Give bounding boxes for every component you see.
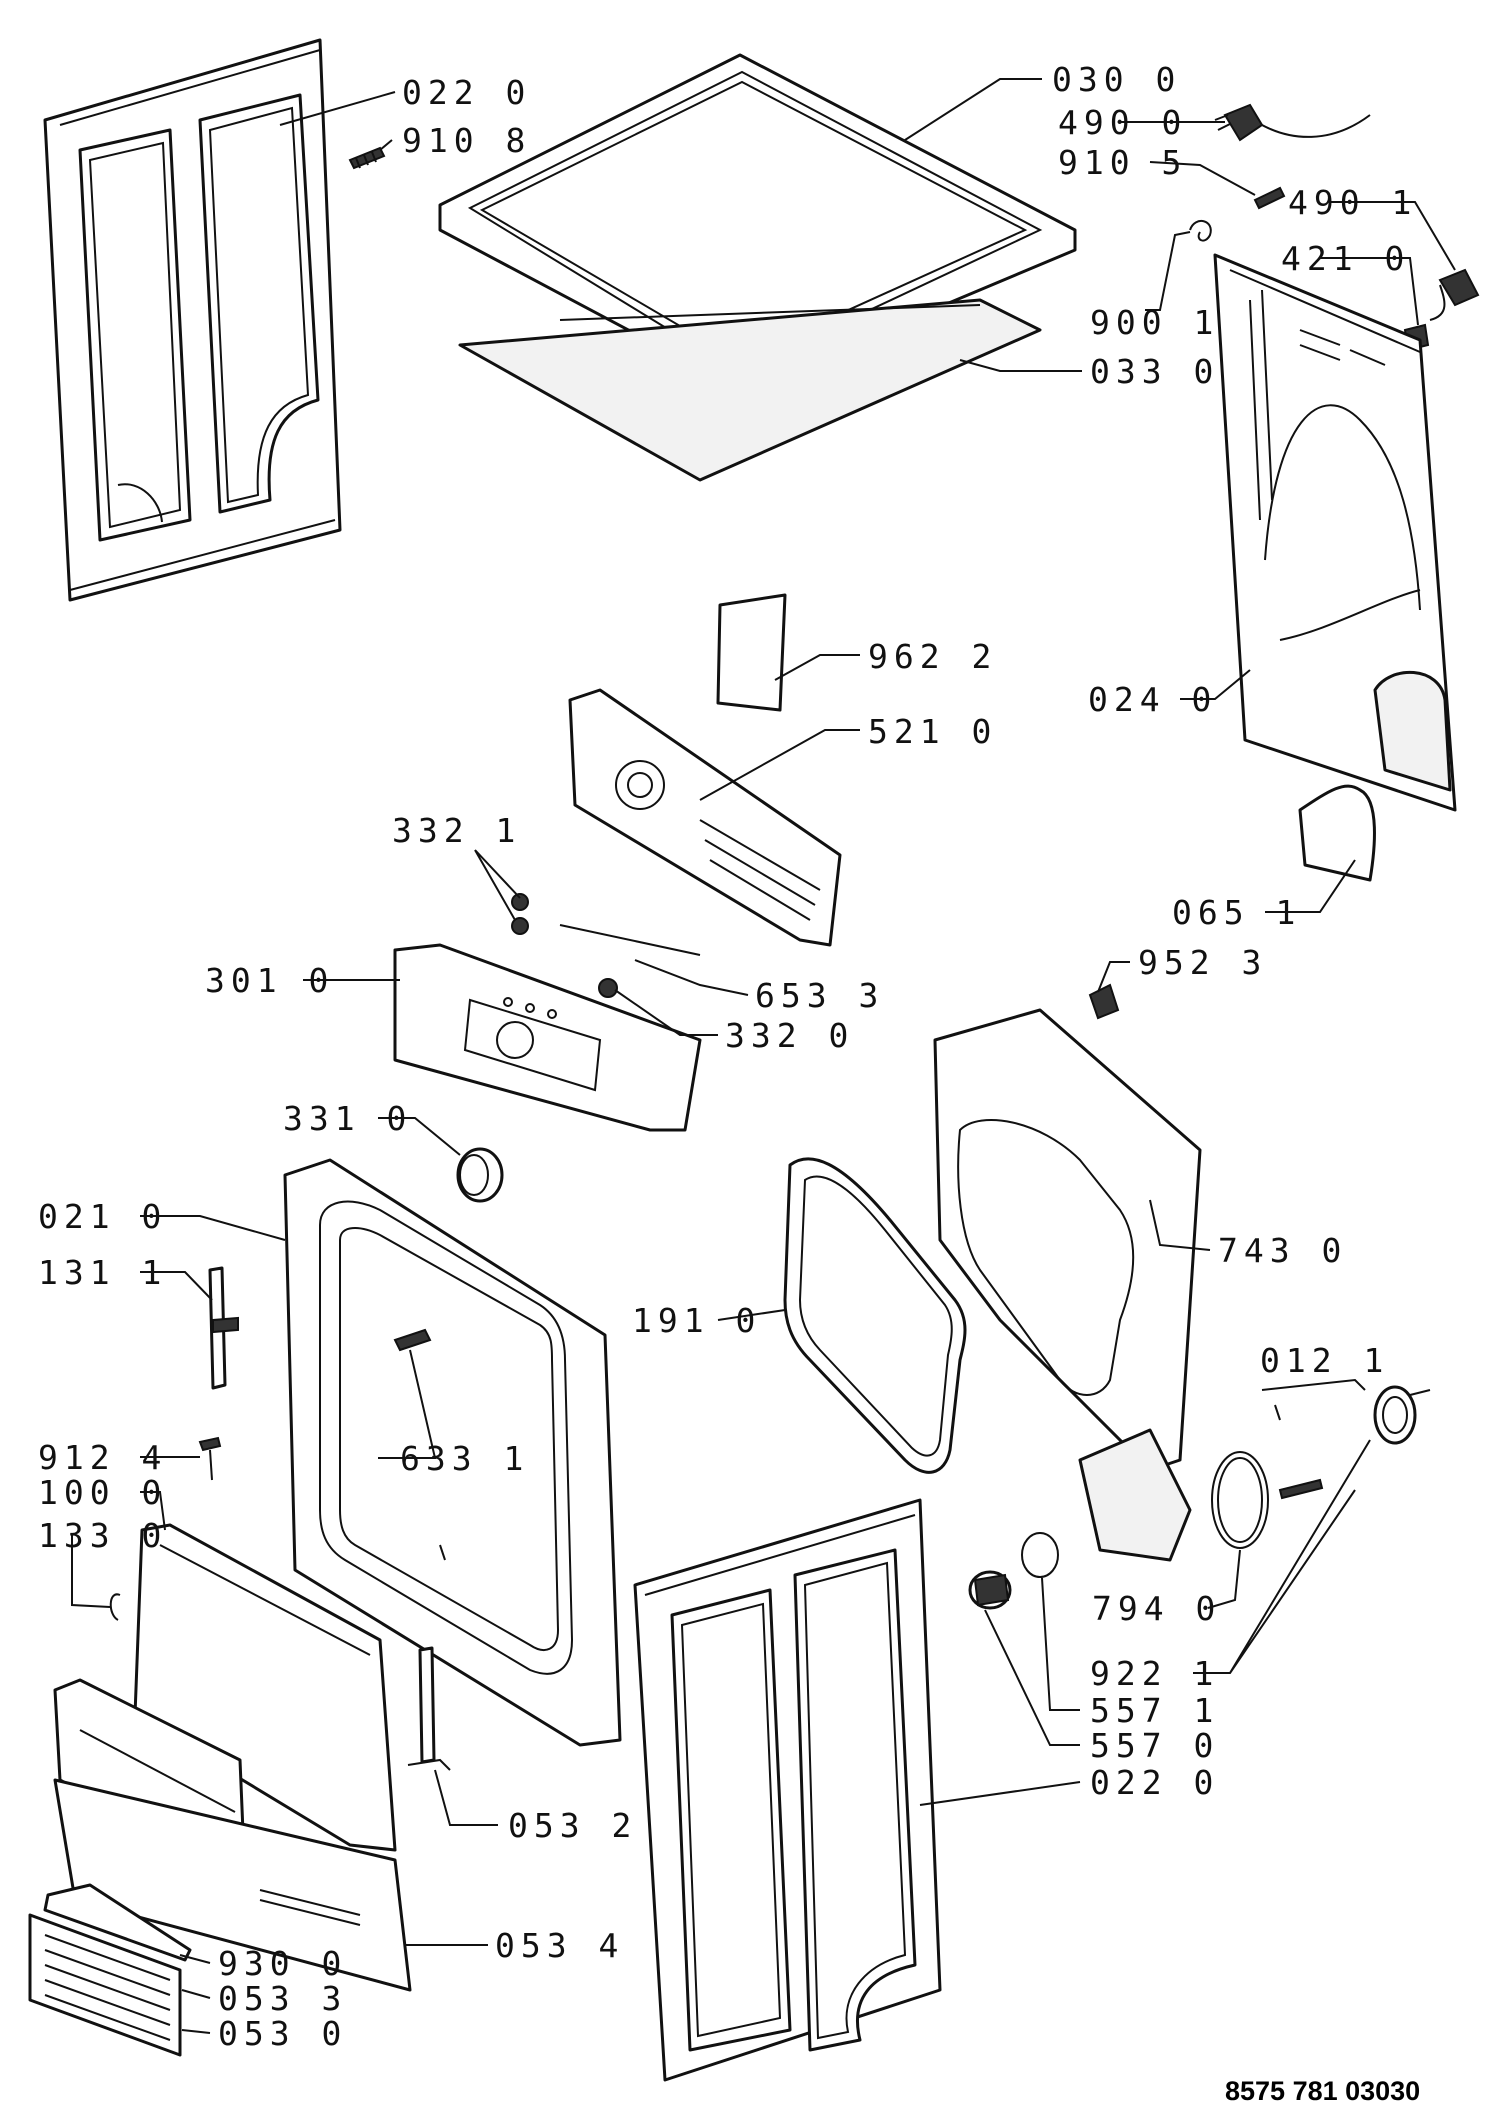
handle-133-0 (109, 1593, 121, 1621)
label-012-1: 012 1 (1260, 1341, 1389, 1380)
strip-653-3 (559, 924, 701, 956)
label-421-0: 421 0 (1281, 239, 1410, 278)
label-633-1: 633 1 (400, 1439, 529, 1478)
label-065-1: 065 1 (1172, 893, 1301, 932)
label-024-0: 024 0 (1088, 680, 1217, 719)
label-962-2: 962 2 (868, 637, 997, 676)
label-910-5: 910 5 (1058, 143, 1187, 182)
label-131-1: 131 1 (38, 1253, 167, 1292)
label-521-0: 521 0 (868, 712, 997, 751)
label-033-0: 033 0 (1090, 352, 1219, 391)
power-cord (1214, 103, 1371, 142)
label-053-3: 053 3 (218, 1979, 347, 2018)
thermostat-557-0 (968, 1570, 1012, 1610)
grille-053-0 (28, 1913, 182, 2057)
ring-557-1 (1021, 1532, 1059, 1578)
label-557-1: 557 1 (1090, 1691, 1219, 1730)
document-code: 8575 781 03030 (1225, 2076, 1420, 2106)
console-panel (393, 943, 702, 1132)
front-bulkhead-743-0 (933, 1008, 1202, 1562)
label-910-8: 910 8 (402, 121, 531, 160)
label-490-0: 490 0 (1058, 103, 1187, 142)
lower-panel-053-4 (53, 1678, 412, 1992)
cover-plate (458, 298, 1042, 482)
label-743-0: 743 0 (1218, 1231, 1347, 1270)
latch-633-1 (393, 1328, 432, 1352)
label-922-1: 922 1 (1090, 1654, 1219, 1693)
side-panel-right (633, 1498, 942, 2082)
button-332-0 (598, 978, 618, 998)
label-557-0: 557 0 (1090, 1726, 1219, 1765)
duct-assembly-012-1 (1278, 1385, 1431, 1500)
foot-952-3 (1088, 983, 1120, 1020)
plug-490-1 (1429, 268, 1480, 321)
control-board (568, 688, 842, 947)
back-panel (1213, 253, 1457, 812)
label-332-0: 332 0 (725, 1016, 854, 1055)
knob-331-0 (456, 1147, 504, 1203)
front-panel (283, 1158, 622, 1747)
seal-794-0 (1211, 1451, 1269, 1549)
label-490-1: 490 1 (1288, 183, 1417, 222)
label-100-0: 100 0 (38, 1473, 167, 1512)
hinge-131-1 (208, 1266, 239, 1390)
screw-910-8 (348, 146, 386, 170)
part-labels: 022 0 910 8 030 0 490 0 910 5 490 1 421 … (38, 60, 1420, 2106)
label-053-4: 053 4 (495, 1926, 624, 1965)
label-301-0: 301 0 (205, 961, 334, 1000)
label-sheet (716, 593, 787, 712)
leader-lines (71, 78, 1456, 2034)
rod-053-2 (407, 1646, 451, 1771)
side-panel-left (43, 38, 342, 602)
screw-912-4 (198, 1436, 222, 1481)
label-900-1: 900 1 (1090, 303, 1219, 342)
label-912-4: 912 4 (38, 1438, 167, 1477)
label-794-0: 794 0 (1092, 1589, 1221, 1628)
label-030-0: 030 0 (1052, 60, 1181, 99)
label-053-0: 053 0 (218, 2014, 347, 2053)
clip-900-1 (1189, 220, 1212, 242)
label-191-0: 191 0 (632, 1301, 761, 1340)
label-331-0: 331 0 (283, 1099, 412, 1138)
door-seal-191-0 (783, 1157, 967, 1474)
label-930-0: 930 0 (218, 1944, 347, 1983)
filter-930-0 (43, 1883, 192, 1962)
cover-065-1 (1298, 784, 1376, 882)
label-332-1: 332 1 (392, 811, 521, 850)
screw-910-5 (1253, 186, 1286, 210)
label-653-3: 653 3 (755, 976, 884, 1015)
label-952-3: 952 3 (1138, 943, 1267, 982)
label-053-2: 053 2 (508, 1806, 637, 1845)
label-021-0: 021 0 (38, 1197, 167, 1236)
label-022-0-top: 022 0 (402, 73, 531, 112)
label-133-0: 133 0 (38, 1516, 167, 1555)
label-022-0-bottom: 022 0 (1090, 1763, 1219, 1802)
buttons-332-1 (511, 893, 529, 935)
